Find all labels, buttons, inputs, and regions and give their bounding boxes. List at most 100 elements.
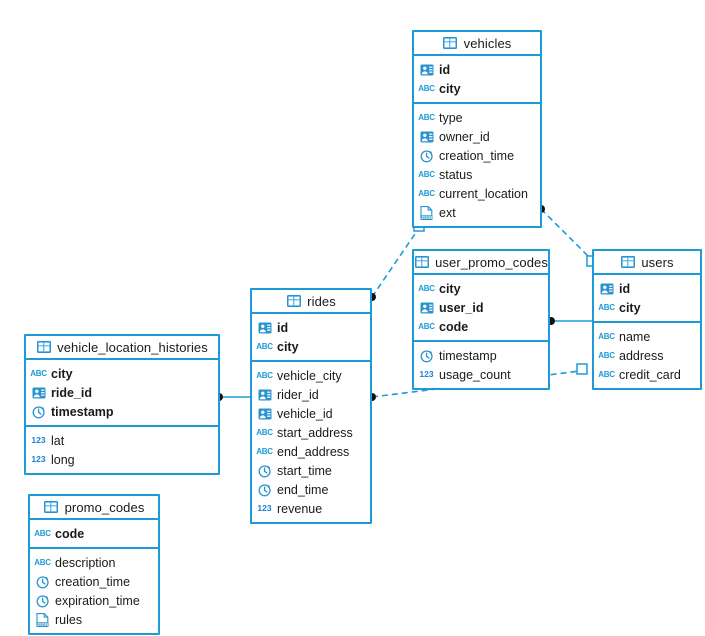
primary-key-field[interactable]: timestamp — [26, 402, 218, 421]
primary-key-field[interactable]: id — [252, 318, 370, 337]
id-card-icon — [419, 62, 434, 77]
field-label: credit_card — [619, 367, 681, 382]
table-field[interactable]: rider_id — [252, 385, 370, 404]
table-field[interactable]: end_time — [252, 480, 370, 499]
field-label: type — [439, 110, 463, 125]
abc-icon: ABC — [598, 350, 615, 360]
table-title: promo_codes — [64, 499, 145, 515]
table-header-vehicles[interactable]: vehicles — [414, 32, 540, 56]
table-header-vehicle_location_histories[interactable]: vehicle_location_histories — [26, 336, 218, 360]
abc-icon: ABC — [418, 83, 435, 93]
table-header-promo_codes[interactable]: promo_codes — [30, 496, 158, 520]
abc-icon: ABC — [418, 283, 435, 293]
table-field[interactable]: JSON rules — [30, 610, 158, 629]
table-grid-icon — [36, 340, 51, 355]
primary-key-field[interactable]: user_id — [414, 298, 548, 317]
table-field[interactable]: vehicle_id — [252, 404, 370, 423]
table-field[interactable]: expiration_time — [30, 591, 158, 610]
table-field[interactable]: owner_id — [414, 127, 540, 146]
svg-text:JSON: JSON — [37, 621, 48, 626]
clock-icon — [419, 348, 434, 363]
abc-icon: ABC — [256, 341, 273, 351]
table-field[interactable]: start_time — [252, 461, 370, 480]
table-field[interactable]: creation_time — [414, 146, 540, 165]
id-card-icon — [257, 320, 272, 335]
abc-icon: ABC — [598, 331, 615, 341]
field-label: timestamp — [51, 404, 114, 419]
id-card-icon — [31, 385, 46, 400]
relationship-user-promo-codes-to-users[interactable] — [547, 317, 592, 325]
field-label: user_id — [439, 300, 484, 315]
field-label: creation_time — [439, 148, 515, 163]
table-field[interactable]: JSON ext — [414, 203, 540, 222]
primary-key-field[interactable]: ride_id — [26, 383, 218, 402]
field-label: id — [619, 281, 631, 296]
123-icon: 123 — [31, 454, 46, 465]
table-grid-icon — [286, 294, 301, 309]
clock-icon — [35, 574, 50, 589]
abc-icon: ABC — [34, 528, 51, 538]
table-header-users[interactable]: users — [594, 251, 700, 275]
table-title: vehicles — [463, 35, 512, 51]
abc-icon: ABC — [418, 169, 435, 179]
field-label: ext — [439, 205, 456, 220]
abc-icon: ABC — [256, 446, 273, 456]
field-label: description — [55, 555, 116, 570]
id-card-icon — [419, 129, 434, 144]
field-label: lat — [51, 433, 65, 448]
abc-icon: ABC — [598, 369, 615, 379]
svg-text:JSON: JSON — [421, 214, 432, 219]
table-header-user_promo_codes[interactable]: user_promo_codes — [414, 251, 548, 275]
field-label: id — [277, 320, 289, 335]
table-title: users — [641, 254, 674, 270]
field-label: status — [439, 167, 473, 182]
123-icon: 123 — [419, 369, 434, 380]
table-header-rides[interactable]: rides — [252, 290, 370, 314]
field-label: start_time — [277, 463, 332, 478]
table-field[interactable]: ABC status — [414, 165, 540, 184]
primary-key-field[interactable]: ABC city — [414, 279, 548, 298]
table-field[interactable]: creation_time — [30, 572, 158, 591]
primary-key-field[interactable]: id — [414, 60, 540, 79]
id-card-icon — [419, 300, 434, 315]
field-label: city — [439, 281, 461, 296]
table-grid-icon — [620, 255, 635, 270]
primary-key-field[interactable]: id — [594, 279, 700, 298]
abc-icon: ABC — [30, 368, 47, 378]
field-label: rules — [55, 612, 83, 627]
table-field[interactable]: ABC credit_card — [594, 365, 700, 384]
relationship-vehicle-location-histories-to-rides[interactable] — [215, 393, 250, 401]
table-field[interactable]: timestamp — [414, 346, 548, 365]
